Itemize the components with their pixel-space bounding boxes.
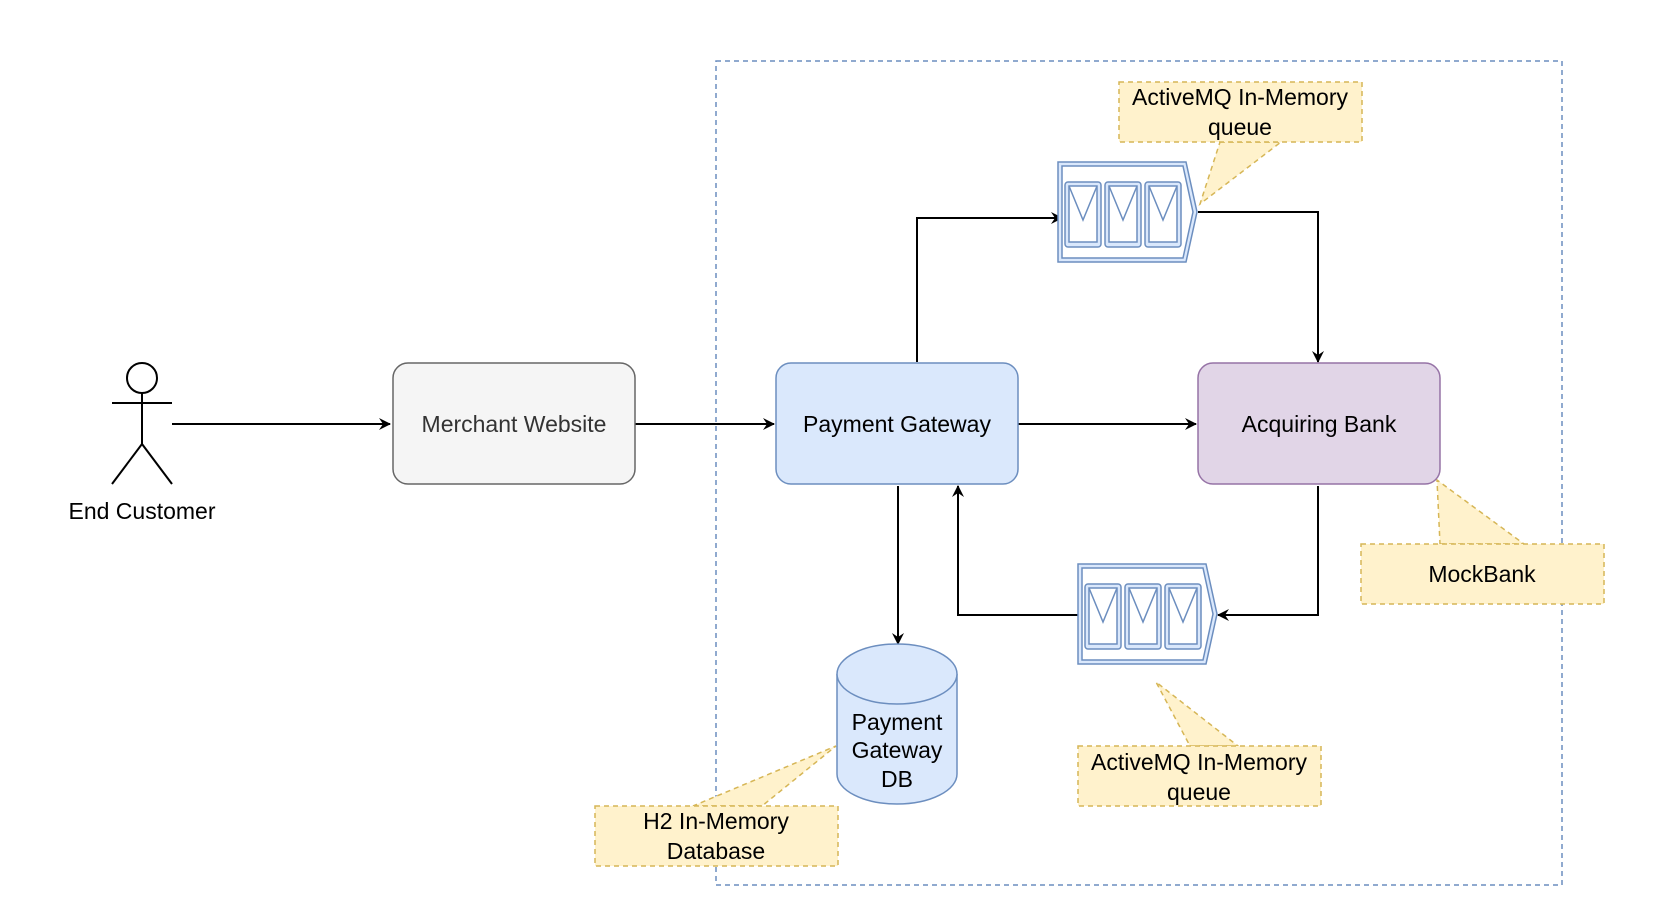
callout-activemq-bottom: ActiveMQ In-Memory queue [1077, 745, 1322, 807]
pointer-mockbank [1436, 478, 1527, 545]
callout-h2-db-line1: H2 In-Memory [643, 808, 789, 834]
edges [172, 211, 1324, 645]
edge-queue-bottom-to-gateway [952, 485, 1078, 616]
gateway-db-line3: DB [881, 766, 913, 792]
callout-activemq-bottom-line1: ActiveMQ In-Memory [1091, 749, 1307, 775]
queue-bottom [1077, 563, 1218, 665]
node-gateway-db: Payment Gateway DB [836, 643, 958, 805]
payment-gateway-label: Payment Gateway [803, 411, 991, 437]
message-queue-icon [1057, 161, 1198, 263]
callout-h2-db-line2: Database [667, 838, 765, 864]
pointer-activemq-top [1198, 141, 1284, 207]
edge-bank-to-queue-bottom [1217, 486, 1319, 621]
database-cylinder-icon [836, 643, 958, 805]
gateway-db-line1: Payment [852, 709, 943, 735]
callout-pointers [692, 141, 1527, 807]
stick-figure-icon [111, 362, 173, 485]
gateway-db-line2: Gateway [852, 737, 943, 763]
system-boundary [715, 60, 1563, 886]
pointer-activemq-bottom [1155, 681, 1241, 747]
node-merchant-website: Merchant Website [392, 362, 636, 485]
edge-queue-top-to-bank [1198, 211, 1324, 363]
actor-label: End Customer [68, 498, 215, 524]
pointer-h2-db [692, 745, 837, 807]
callout-activemq-top: ActiveMQ In-Memory queue [1118, 81, 1363, 143]
callout-activemq-bottom-line2: queue [1167, 779, 1231, 805]
callout-activemq-top-line1: ActiveMQ In-Memory [1132, 84, 1348, 110]
node-acquiring-bank: Acquiring Bank [1197, 362, 1441, 485]
callout-mockbank: MockBank [1360, 543, 1605, 605]
callout-h2-db: H2 In-Memory Database [594, 805, 839, 867]
edge-gateway-to-queue-top [916, 212, 1063, 362]
message-queue-icon [1077, 563, 1218, 665]
callout-mockbank-label: MockBank [1428, 561, 1536, 587]
actor-end-customer: End Customer [68, 362, 216, 524]
node-payment-gateway: Payment Gateway [775, 362, 1019, 485]
merchant-website-label: Merchant Website [422, 411, 607, 437]
queue-top [1057, 161, 1198, 263]
acquiring-bank-label: Acquiring Bank [1242, 411, 1397, 437]
callout-activemq-top-line2: queue [1208, 114, 1272, 140]
